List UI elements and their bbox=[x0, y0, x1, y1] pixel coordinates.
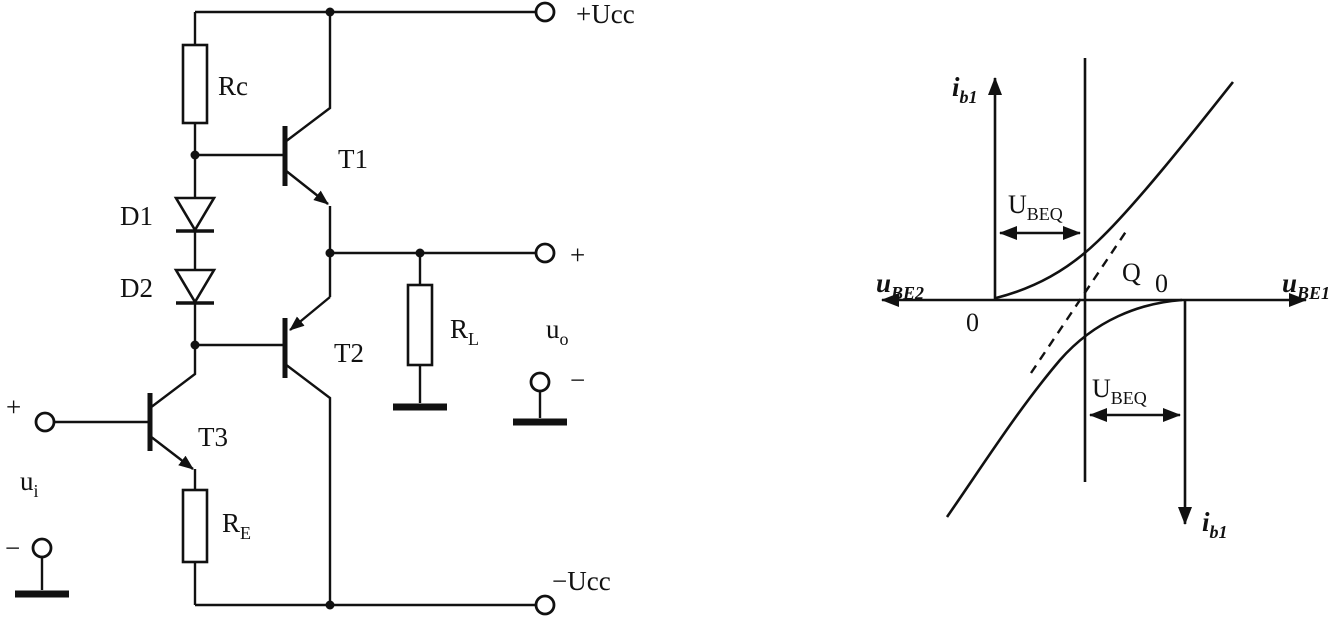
vcc-pos-label: +Ucc bbox=[576, 0, 635, 29]
ib1-top-label: ib1 bbox=[952, 72, 978, 107]
rc-label: Rc bbox=[218, 71, 248, 101]
junction-bottom bbox=[325, 600, 335, 610]
resistor-rc bbox=[181, 43, 209, 125]
ubeq-bottom-label: UBEQ bbox=[1092, 374, 1147, 408]
transistor-t2 bbox=[282, 253, 332, 605]
d2-label: D2 bbox=[120, 273, 153, 303]
input-plus-label: + bbox=[6, 392, 21, 422]
terminal-input-plus bbox=[34, 411, 56, 433]
circuit-diagram: Rc D1 D2 T1 bbox=[5, 0, 635, 616]
terminal-output-plus bbox=[534, 242, 556, 264]
resistor-rl bbox=[406, 283, 434, 367]
vcc-neg-label: −Ucc bbox=[552, 566, 611, 596]
uo-label: uo bbox=[546, 314, 569, 349]
ube2-axis-label: uBE2 bbox=[876, 268, 924, 303]
terminal-vcc-neg bbox=[534, 594, 556, 616]
origin-right-label: 0 bbox=[1155, 269, 1168, 298]
junction-top bbox=[325, 7, 335, 17]
junction-rl bbox=[415, 248, 425, 258]
t1-label: T1 bbox=[338, 144, 368, 174]
transistor-t3 bbox=[147, 345, 197, 490]
re-label: RE bbox=[222, 508, 251, 543]
ui-label: ui bbox=[20, 466, 39, 501]
ubeq-top-label: UBEQ bbox=[1008, 190, 1063, 224]
terminal-input-minus bbox=[31, 537, 53, 559]
d1-label: D1 bbox=[120, 201, 153, 231]
ube1-axis-label: uBE1 bbox=[1282, 268, 1330, 303]
t1-input-characteristic-curve bbox=[995, 81, 1235, 300]
junction-output bbox=[325, 248, 335, 258]
output-plus-label: + bbox=[570, 240, 585, 270]
terminal-output-minus bbox=[529, 371, 551, 393]
junction-t2-base bbox=[190, 340, 200, 350]
q-point-label: Q bbox=[1122, 258, 1141, 287]
terminal-vcc-pos bbox=[534, 1, 556, 23]
ib1-bottom-label: ib1 bbox=[1202, 507, 1228, 542]
input-minus-label: − bbox=[5, 533, 20, 563]
t2-label: T2 bbox=[334, 338, 364, 368]
output-minus-label: − bbox=[570, 365, 585, 395]
junction-t1-base bbox=[190, 150, 200, 160]
linearized-dashed-line bbox=[1030, 226, 1130, 374]
diode-d2 bbox=[173, 268, 217, 305]
t2-input-characteristic-curve bbox=[945, 298, 1183, 518]
origin-left-label: 0 bbox=[966, 308, 979, 337]
resistor-re bbox=[181, 488, 209, 564]
transistor-t1 bbox=[282, 12, 332, 253]
rl-label: RL bbox=[450, 314, 479, 349]
transfer-characteristic-graph: ib1 uBE2 uBE1 UBEQ UBEQ Q 0 0 ib1 bbox=[876, 58, 1330, 542]
t3-label: T3 bbox=[198, 422, 228, 452]
diode-d1 bbox=[173, 196, 217, 233]
